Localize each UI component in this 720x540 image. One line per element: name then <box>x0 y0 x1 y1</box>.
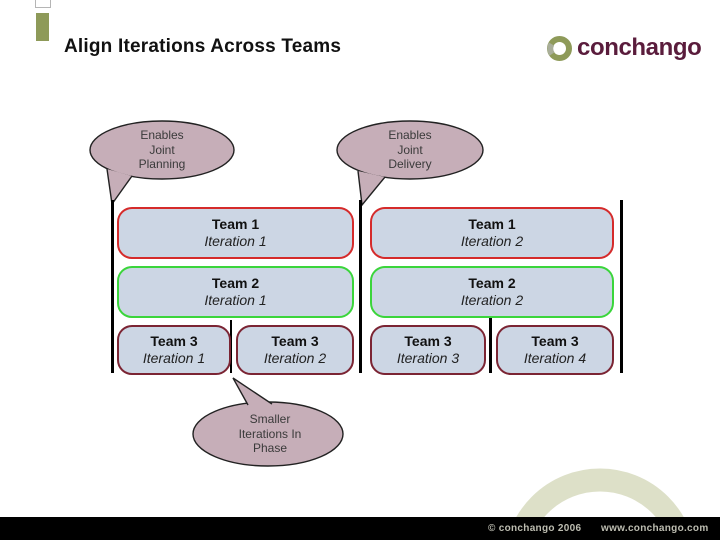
team-label: Team 1 <box>468 215 516 232</box>
team-box-team2-iter1: Team 2 Iteration 1 <box>117 266 354 318</box>
iteration-divider-left-group <box>230 320 232 373</box>
callout-text: Enables Joint Delivery <box>388 128 432 172</box>
iteration-label: Iteration 2 <box>460 233 524 249</box>
footer-website: www.conchango.com <box>601 523 709 534</box>
team-box-team3-iter2: Team 3 Iteration 2 <box>236 325 354 375</box>
callout-enables-joint-planning: Enables Joint Planning <box>88 120 238 210</box>
logo-wordmark: conchango <box>577 34 702 61</box>
timeline-divider-right <box>620 200 623 373</box>
iteration-label: Iteration 2 <box>263 350 327 366</box>
iteration-label: Iteration 2 <box>460 292 524 308</box>
speech-bubble-icon <box>192 377 344 467</box>
ring-watermark-icon <box>516 468 684 517</box>
iteration-label: Iteration 1 <box>142 350 206 366</box>
callout-smaller-iterations-in-phase: Smaller Iterations In Phase <box>192 376 348 468</box>
team-label: Team 3 <box>404 332 452 349</box>
team-label: Team 2 <box>468 274 516 291</box>
timeline-divider-left <box>111 200 114 373</box>
team-label: Team 2 <box>211 274 260 291</box>
team-label: Team 3 <box>271 332 319 349</box>
footer-bar: © conchango 2006 www.conchango.com <box>0 517 720 540</box>
page-title: Align Iterations Across Teams <box>64 36 342 57</box>
speech-bubble-icon <box>89 120 235 206</box>
team-box-team1-iter2: Team 1 Iteration 2 <box>370 207 614 259</box>
footer-copyright: © conchango 2006 <box>488 523 582 534</box>
logo: conchango <box>546 33 702 63</box>
iteration-label: Iteration 1 <box>204 292 267 308</box>
callout-text: Smaller Iterations In Phase <box>238 412 302 456</box>
accent-top-box <box>35 0 51 8</box>
iteration-label: Iteration 4 <box>523 350 587 366</box>
team-label: Team 3 <box>150 332 198 349</box>
team-box-team3-iter1: Team 3 Iteration 1 <box>117 325 231 375</box>
accent-bar <box>36 13 49 41</box>
callout-text: Enables Joint Planning <box>138 128 186 172</box>
iteration-divider-right-group <box>489 318 492 373</box>
team-label: Team 1 <box>211 215 260 232</box>
team-box-team2-iter2: Team 2 Iteration 2 <box>370 266 614 318</box>
logo-ring-icon <box>547 35 572 61</box>
team-label: Team 3 <box>531 332 579 349</box>
iteration-label: Iteration 1 <box>204 233 267 249</box>
team-box-team1-iter1: Team 1 Iteration 1 <box>117 207 354 259</box>
team-box-team3-iter4: Team 3 Iteration 4 <box>496 325 614 375</box>
callout-enables-joint-delivery: Enables Joint Delivery <box>334 120 486 210</box>
speech-bubble-icon <box>336 120 484 207</box>
iteration-label: Iteration 3 <box>396 350 460 366</box>
team-box-team3-iter3: Team 3 Iteration 3 <box>370 325 486 375</box>
timeline-divider-middle <box>359 200 362 373</box>
